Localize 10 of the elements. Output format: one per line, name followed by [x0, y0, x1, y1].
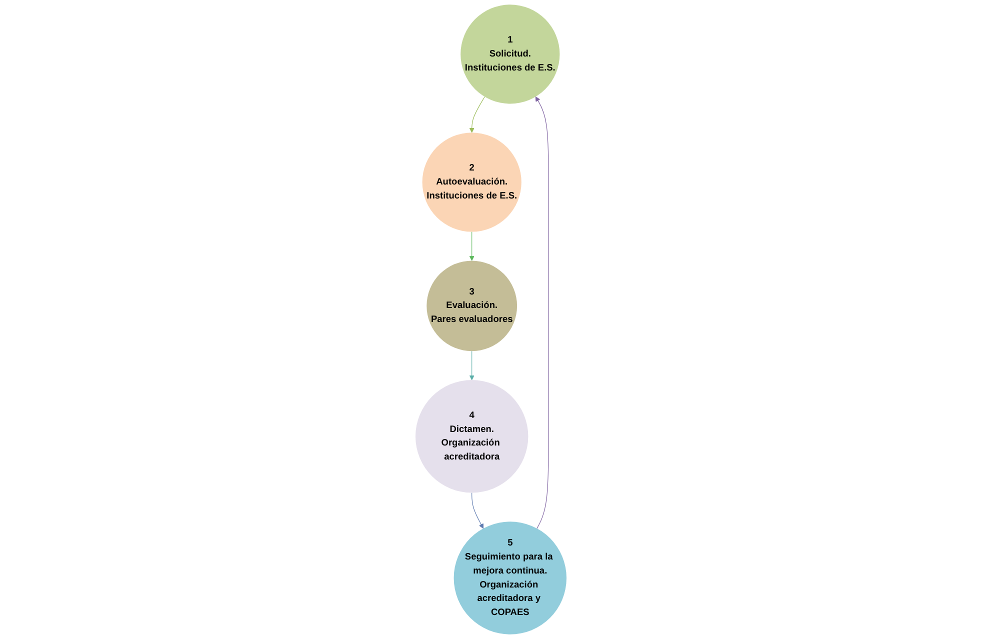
node-circle: 5 Seguimiento para la mejora continua. Organización acreditadora y COPAES: [454, 522, 566, 634]
node-circle: 3 Evaluación. Pares evaluadores: [426, 260, 518, 352]
arrow: [469, 350, 474, 380]
node-circle: 1 Solicitud. Instituciones de E.S.: [460, 4, 560, 104]
arrow: [469, 96, 485, 133]
arrow: [472, 492, 484, 529]
node-circle: 2 Autoevaluación. Instituciones de E.S.: [422, 132, 522, 232]
arrow: [469, 232, 474, 261]
arrow: [535, 96, 549, 529]
node-circle: 4 Dictamen. Organización acreditadora: [416, 380, 528, 493]
